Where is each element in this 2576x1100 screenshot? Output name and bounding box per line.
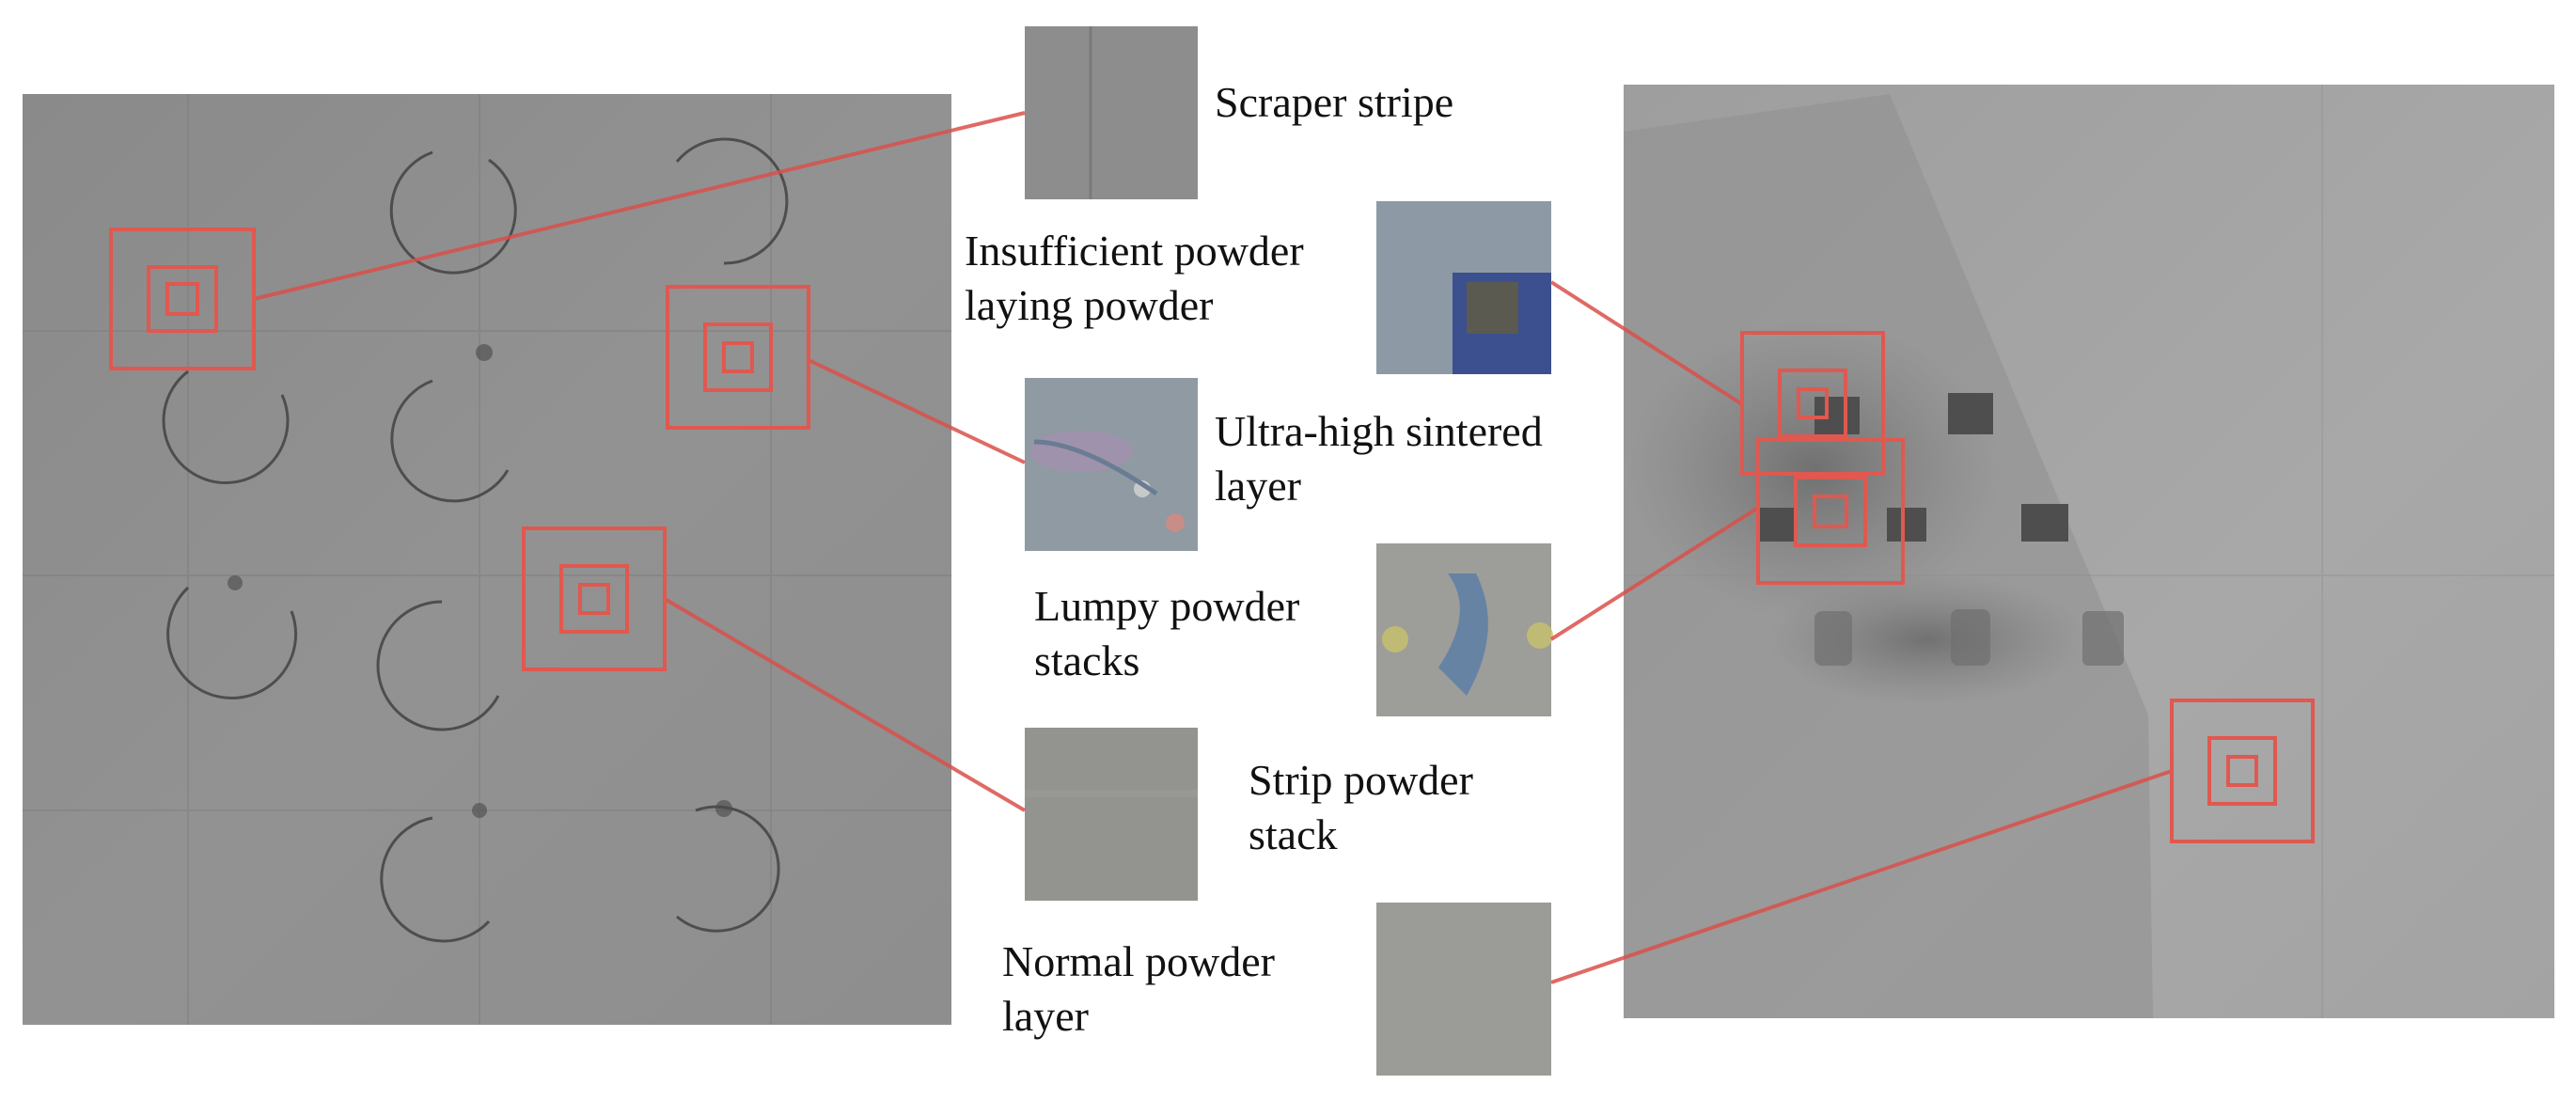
marker-normal-powder bbox=[2170, 699, 2315, 843]
part-ring bbox=[675, 137, 789, 265]
connector-strip-powder bbox=[663, 597, 1027, 812]
label-ultra-high-sintered: Ultra-high sintered layer bbox=[1215, 407, 1553, 510]
thumbnail-insufficient-powder bbox=[1376, 201, 1551, 374]
thumbnail-lumpy-powder bbox=[1376, 543, 1553, 716]
thumbnail-strip-powder bbox=[1025, 728, 1198, 901]
part-ring bbox=[166, 586, 298, 700]
labels: Scraper stripe Insufficient powder layin… bbox=[965, 78, 1553, 1040]
left-build-plate bbox=[23, 94, 951, 1025]
label-line: Scraper stripe bbox=[1215, 78, 1453, 126]
left-plate-spots bbox=[228, 344, 732, 818]
label-line: Strip powder bbox=[1249, 756, 1473, 804]
right-plate-bumps bbox=[1814, 609, 2124, 666]
connector-normal-powder bbox=[1550, 769, 2173, 984]
label-line: stack bbox=[1249, 810, 1338, 858]
right-build-plate bbox=[1624, 85, 2554, 1018]
marker-ultra-high-sintered bbox=[666, 285, 810, 430]
region-markers bbox=[109, 228, 2315, 843]
label-line: Ultra-high sintered bbox=[1215, 407, 1543, 455]
label-line: laying powder bbox=[965, 281, 1213, 329]
marker-insufficient-powder bbox=[1740, 331, 1885, 476]
label-lumpy-powder: Lumpy powder stacks bbox=[1034, 582, 1311, 684]
label-line: Insufficient powder bbox=[965, 227, 1304, 275]
connector-lines bbox=[253, 111, 2173, 984]
thumbnail-ultra-high-sintered bbox=[1025, 378, 1198, 551]
connector-lumpy-powder bbox=[1549, 506, 1760, 641]
label-strip-powder: Strip powder stack bbox=[1249, 756, 1484, 858]
part-ring bbox=[676, 805, 780, 933]
label-line: stacks bbox=[1034, 636, 1139, 684]
label-scraper-stripe: Scraper stripe bbox=[1215, 78, 1453, 126]
connector-insufficient-powder bbox=[1549, 280, 1744, 406]
left-plate-parts bbox=[162, 137, 789, 943]
marker-strip-powder bbox=[522, 526, 667, 671]
connector-ultra-high-sintered bbox=[808, 358, 1026, 464]
right-plate-smudge bbox=[1767, 574, 2087, 705]
part-ring bbox=[380, 816, 491, 943]
part-ring bbox=[389, 150, 517, 275]
left-plate-surface bbox=[23, 94, 951, 1025]
marker-lumpy-powder bbox=[1756, 438, 1905, 585]
marker-scraper-stripe bbox=[109, 228, 256, 370]
right-plate-smudge bbox=[1626, 320, 2003, 621]
label-line: Lumpy powder bbox=[1034, 582, 1299, 630]
thumbnail-normal-powder bbox=[1376, 903, 1551, 1076]
label-insufficient-powder: Insufficient powder laying powder bbox=[965, 227, 1314, 329]
part-ring bbox=[390, 379, 510, 503]
part-ring bbox=[376, 600, 500, 731]
label-line: Normal powder bbox=[1002, 937, 1275, 985]
label-normal-powder: Normal powder layer bbox=[1002, 937, 1285, 1040]
thumbnail-scraper-stripe bbox=[1025, 26, 1198, 199]
connector-scraper-stripe bbox=[253, 111, 1026, 301]
right-plate-grid bbox=[1624, 85, 2554, 1018]
label-line: layer bbox=[1215, 462, 1301, 510]
part-ring bbox=[162, 369, 290, 484]
crop-thumbnails bbox=[1025, 26, 1553, 1076]
label-line: layer bbox=[1002, 992, 1089, 1040]
